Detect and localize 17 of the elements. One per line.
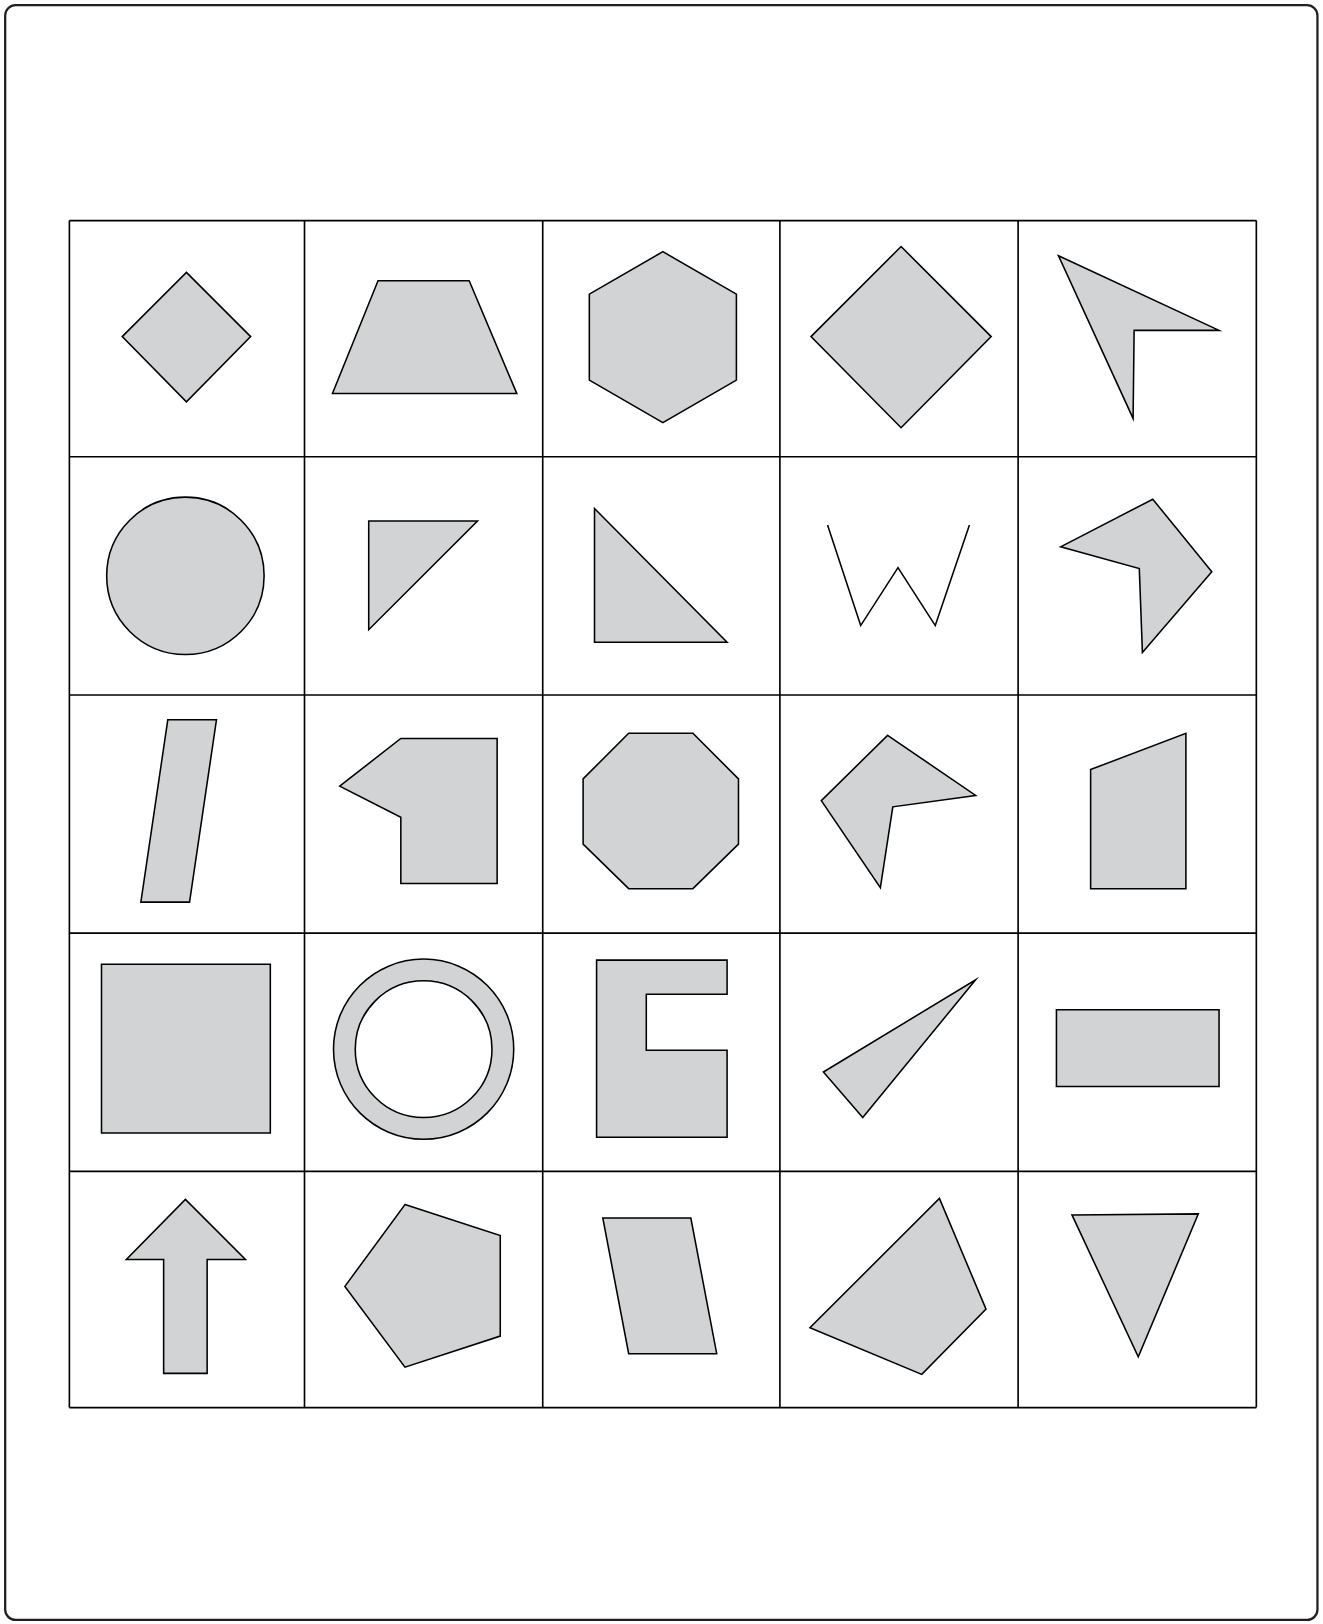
parallelogram-shape (602, 1217, 718, 1355)
rectangle-shape (1055, 1009, 1220, 1088)
parallelogram-shape (140, 719, 218, 903)
diamond-shape (810, 245, 993, 429)
square-shape (100, 963, 272, 1134)
pentagon-shape (344, 1203, 502, 1369)
ring-shape (332, 958, 515, 1141)
octagon-shape (582, 732, 740, 890)
line-shape (826, 524, 971, 628)
circle-shape (106, 496, 266, 656)
diamond-shape (121, 271, 252, 403)
triangle-shape (822, 976, 980, 1119)
polygon-shape (1090, 732, 1187, 890)
trapezoid-shape (331, 279, 519, 395)
hexagon-shape (588, 250, 738, 424)
polygon-shape (596, 959, 729, 1138)
polygon-shape (820, 734, 978, 890)
